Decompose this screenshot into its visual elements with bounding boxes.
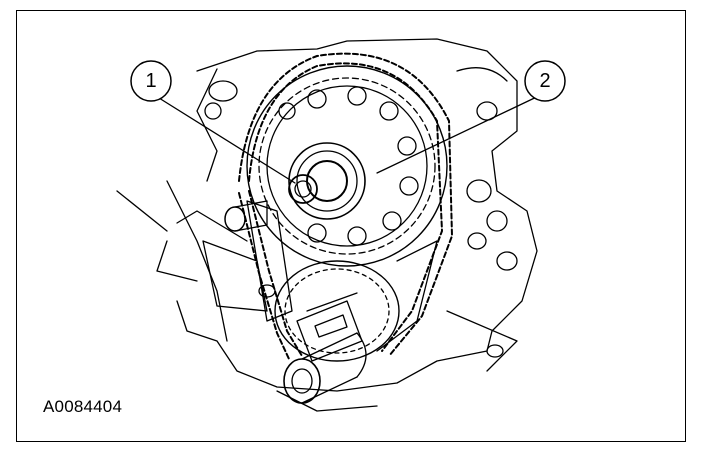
crank-sprocket (274, 260, 400, 362)
engine-timing-illustration (116, 38, 566, 412)
engine-block (116, 38, 538, 412)
callout-1-circle (130, 60, 172, 102)
diagram-frame: 1 2 A0084404 (16, 10, 686, 442)
timing-chain (238, 52, 453, 360)
tensioner-bolt (202, 200, 276, 312)
cam-sprocket (246, 65, 448, 267)
callout-2-leader (376, 92, 546, 174)
callout-2-circle (524, 60, 566, 102)
figure-id: A0084404 (43, 397, 123, 416)
callout-1-leader (150, 92, 296, 184)
crank-spacer (283, 332, 367, 404)
callout-1-label: 1 (145, 70, 157, 92)
callout-2-label: 2 (539, 70, 551, 92)
